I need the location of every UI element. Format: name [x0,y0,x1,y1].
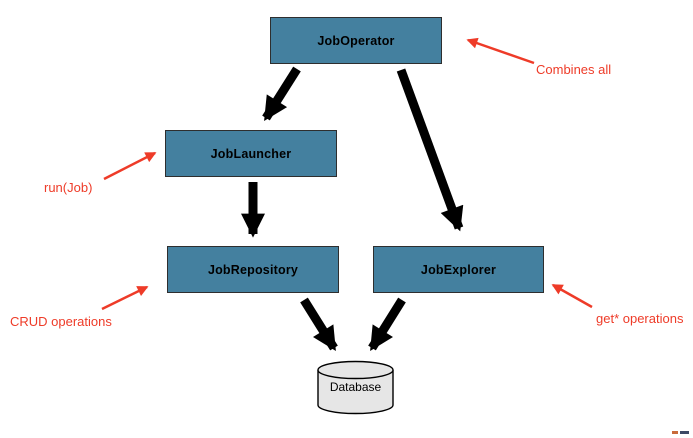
watermark-mark-icon [680,431,689,434]
annotation-arrow-run-job [103,151,157,181]
node-job-explorer-label: JobExplorer [420,262,497,277]
node-job-operator: JobOperator [270,17,442,64]
edge-joboperator-jobexplorer [396,68,464,232]
annotation-arrow-get-operations [551,283,593,309]
node-job-launcher: JobLauncher [165,130,337,177]
annotation-arrow-combines-all [466,37,535,65]
annotation-crud-operations: CRUD operations [10,314,112,329]
node-job-operator-label: JobOperator [317,33,395,48]
annotation-arrow-crud-operations [101,285,149,311]
corner-watermark [672,431,689,434]
annotation-run-job: run(Job) [44,180,93,195]
node-job-repository-label: JobRepository [207,262,299,277]
edge-jobexplorer-database [368,297,406,352]
edge-joboperator-joblauncher [262,66,301,122]
node-job-explorer: JobExplorer [373,246,544,293]
edge-jobrepository-database [300,297,338,352]
node-job-launcher-label: JobLauncher [210,146,292,161]
database-cylinder-icon [317,360,394,415]
node-database-label: Database [329,380,382,394]
annotation-get-operations: get* operations [596,311,684,326]
annotation-combines-all: Combines all [536,62,612,77]
node-job-repository: JobRepository [167,246,339,293]
watermark-mark-icon [672,431,678,434]
